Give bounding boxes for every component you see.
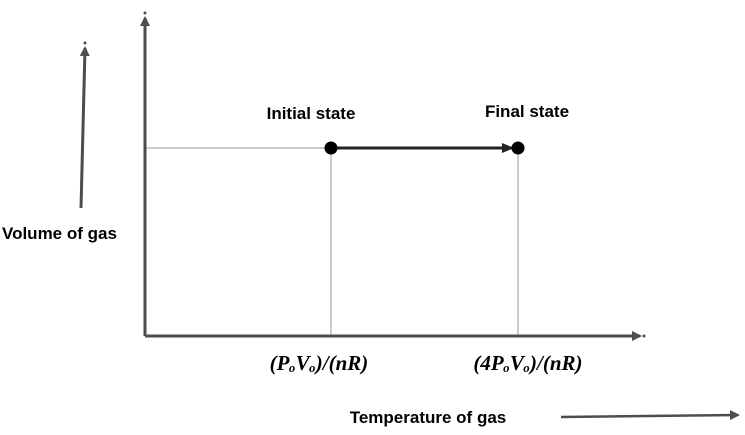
volume-direction-arrow <box>79 46 90 209</box>
x-tick-final: (4PₒVₒ)/(nR) <box>473 351 582 375</box>
volume-arrow-tip-dot <box>83 41 87 45</box>
final-state-label: Final state <box>485 102 569 121</box>
y-axis-tip-dot <box>143 11 147 15</box>
y-axis-label: Volume of gas <box>2 224 117 243</box>
x-axis-label: Temperature of gas <box>350 408 507 427</box>
x-tick-initial: (PₒVₒ)/(nR) <box>270 351 369 375</box>
temperature-direction-arrow <box>560 410 740 421</box>
initial-state-label: Initial state <box>267 104 356 123</box>
final-state-point <box>511 141 525 155</box>
initial-state-point <box>324 141 338 155</box>
x-axis-tip-dot <box>642 334 646 338</box>
